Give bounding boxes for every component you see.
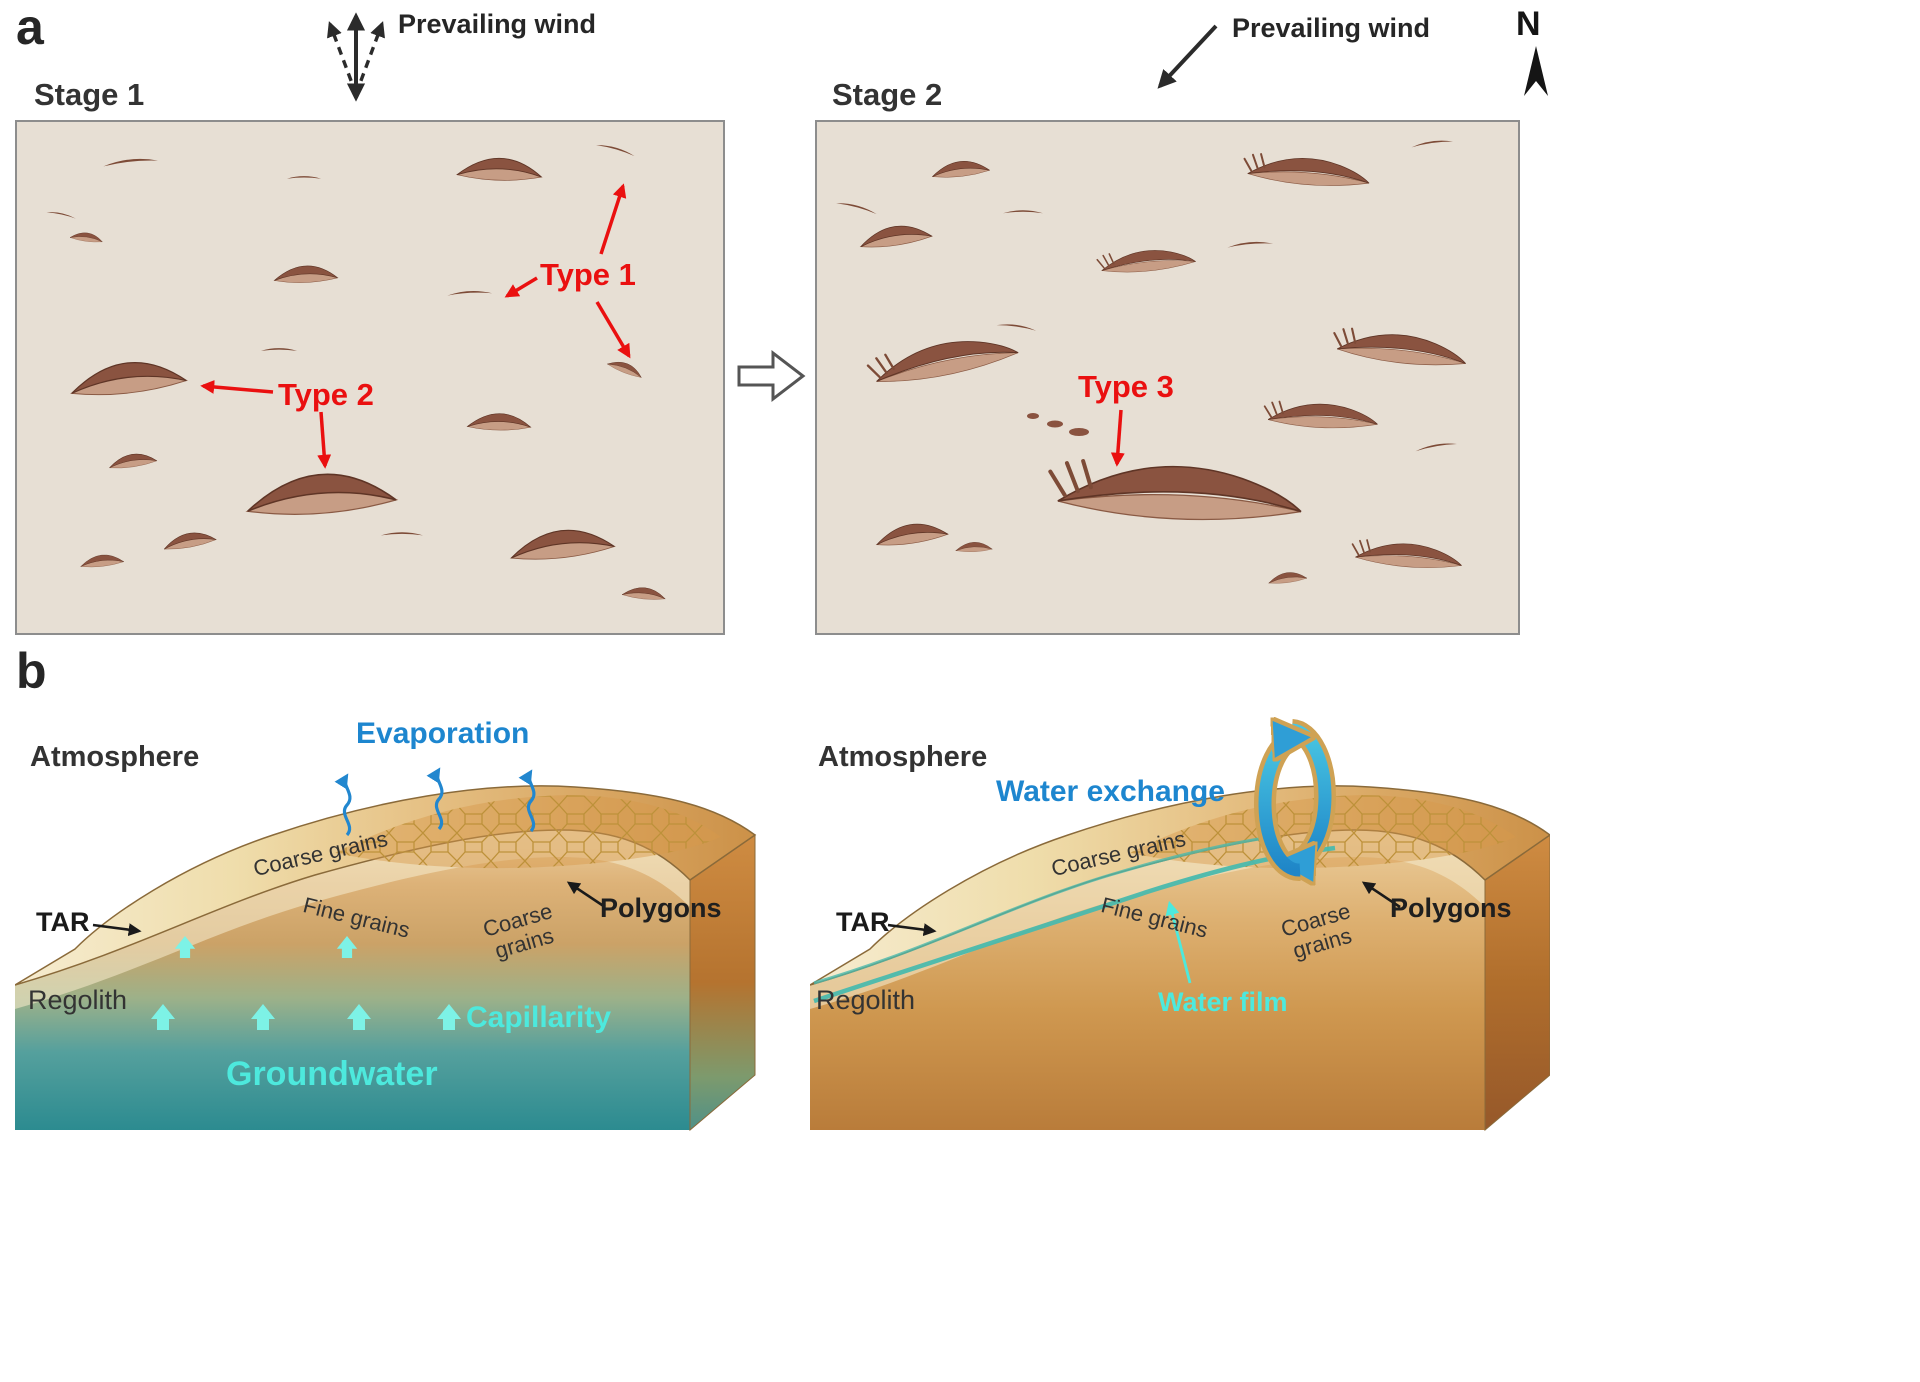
stage2-dune-field — [836, 138, 1470, 585]
block-diagram-left — [15, 767, 757, 1132]
type2-label: Type 2 — [278, 377, 374, 412]
polygons-pointer-arrow — [1361, 881, 1401, 909]
water-exchange-label: Water exchange — [996, 775, 1225, 808]
water-film-pointer-arrow — [1165, 900, 1192, 984]
tar-right-label: TAR — [836, 907, 890, 937]
regolith-right-label: Regolith — [816, 985, 916, 1015]
stage2-map — [815, 120, 1520, 635]
tar-pointer-arrow — [92, 923, 142, 937]
water-film-crest-line — [813, 836, 1266, 985]
tar-left-label: TAR — [36, 907, 90, 937]
atmosphere-right-label: Atmosphere — [818, 741, 988, 773]
water-film-label: Water film — [1158, 987, 1288, 1017]
polygon-cracks — [335, 795, 721, 869]
stage-transition-arrow-icon — [737, 349, 806, 403]
block-side-face — [1484, 834, 1550, 1132]
capillarity-label: Capillarity — [466, 1001, 612, 1034]
wind-left-label: Prevailing wind — [398, 9, 597, 39]
type3-label: Type 3 — [1078, 369, 1174, 404]
prevailing-wind-right-arrow-icon — [1157, 24, 1218, 89]
stage2-title: Stage 2 — [832, 77, 943, 112]
stage1-annotation-arrows — [200, 183, 631, 469]
polygons-left-label: Polygons — [600, 893, 722, 923]
block-top-surface — [15, 785, 757, 986]
north-arrow-icon — [1524, 46, 1548, 96]
type1-label: Type 1 — [540, 257, 636, 292]
prevailing-wind-left-arrows-icon — [327, 12, 385, 102]
tar-pointer-arrow — [887, 923, 937, 937]
polygons-right-label: Polygons — [1390, 893, 1512, 923]
regolith-left-label: Regolith — [28, 985, 128, 1015]
stage2-annotation-arrows — [1110, 409, 1125, 467]
wind-right-label: Prevailing wind — [1232, 13, 1431, 43]
north-label: N — [1516, 5, 1541, 43]
block-front-face — [810, 830, 1485, 1130]
block-side-face — [689, 834, 756, 1132]
panel-a-label: a — [16, 0, 44, 55]
stage1-map — [15, 120, 725, 635]
evaporation-arrows-icon — [334, 767, 536, 837]
block-front-face — [15, 830, 690, 1130]
evaporation-label: Evaporation — [356, 717, 530, 750]
water-exchange-icon — [1253, 712, 1337, 890]
panel-b-label: b — [16, 643, 47, 699]
polygons-pointer-arrow — [566, 881, 606, 909]
stage1-title: Stage 1 — [34, 77, 145, 112]
groundwater-label: Groundwater — [226, 1055, 438, 1093]
atmosphere-left-label: Atmosphere — [30, 741, 200, 773]
